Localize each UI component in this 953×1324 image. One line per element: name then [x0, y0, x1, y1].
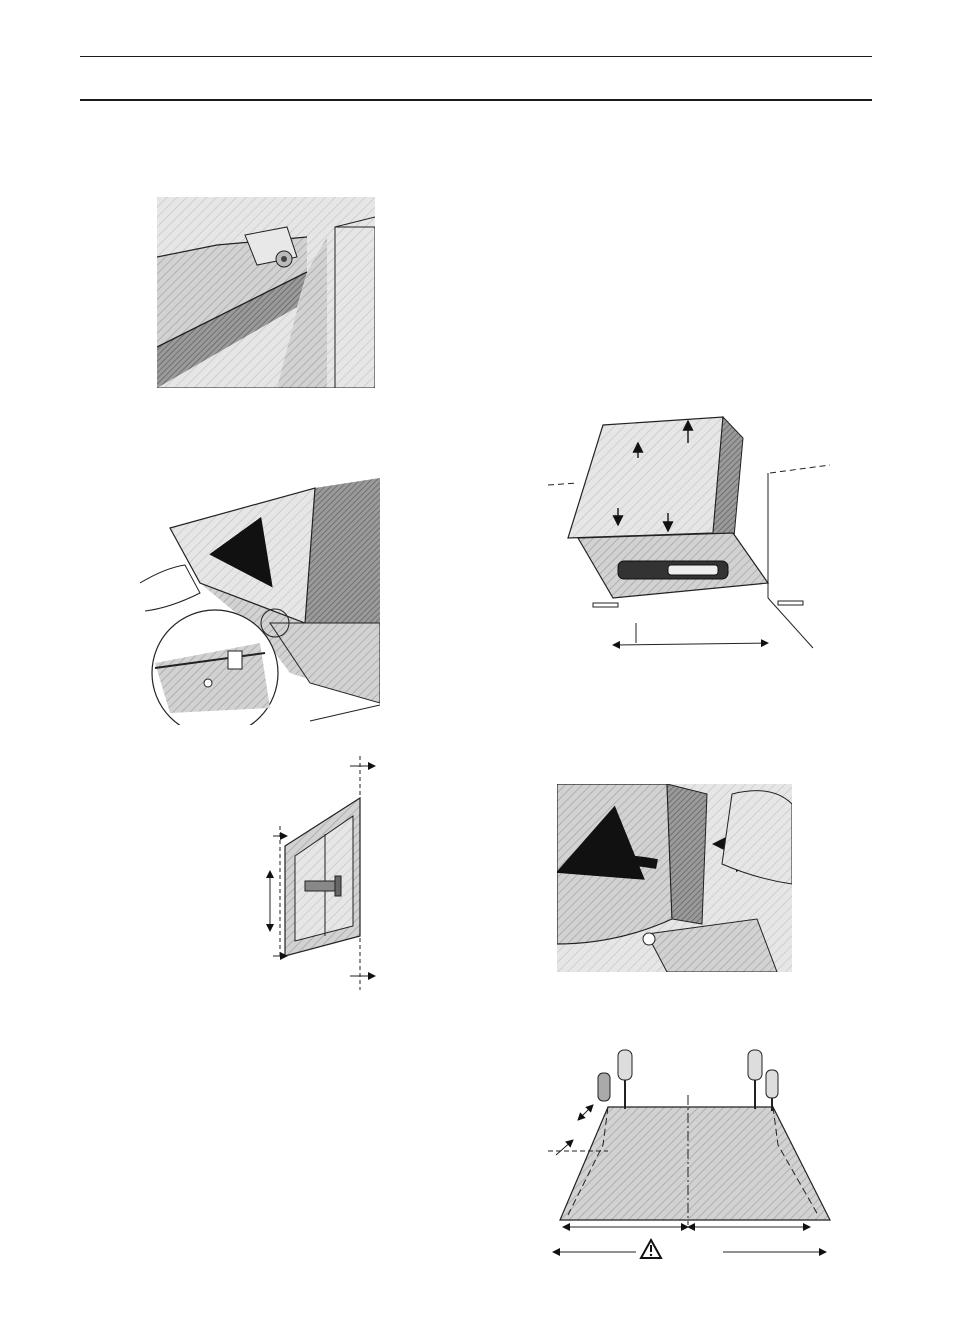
figure-6-drilling-template	[548, 1045, 833, 1270]
figure-1-bracket	[157, 197, 375, 388]
figure-4-hood-clearance	[548, 413, 833, 653]
figure-3-bracket-dimensions	[265, 756, 380, 990]
warning-triangle-icon	[641, 1240, 661, 1258]
hand-icon	[140, 565, 200, 611]
header-rule-bottom	[80, 99, 872, 101]
screw-icon	[305, 881, 335, 891]
figure-2-hinge-panel	[140, 473, 380, 725]
header-rule-top	[80, 56, 872, 57]
figure-5-panel-removal	[557, 784, 792, 972]
